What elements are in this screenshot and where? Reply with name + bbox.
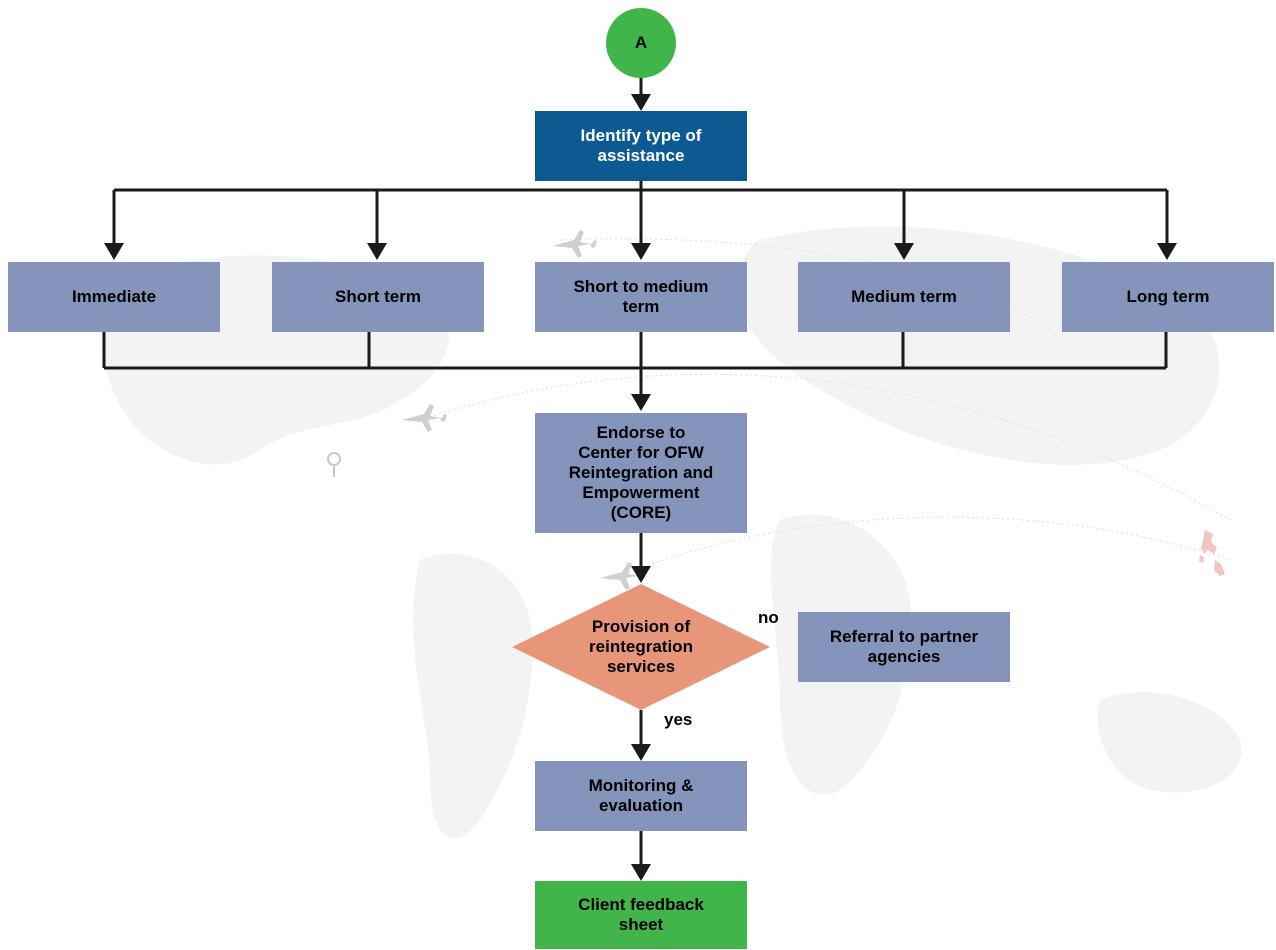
referral-partner-agencies-box: Referral to partner agencies (798, 612, 1010, 682)
immediate-box: Immediate (8, 262, 220, 332)
philippines-map-mark (1199, 530, 1225, 576)
identify-assistance-box: Identify type of assistance (535, 111, 747, 181)
start-node: A (606, 8, 676, 78)
monitoring-evaluation-box: Monitoring & evaluation (535, 761, 747, 831)
provision-decision-label: Provision of reintegration services (589, 617, 693, 676)
map-pin-icon (327, 452, 341, 477)
no-label: no (758, 608, 779, 627)
yes-label: yes (664, 710, 693, 729)
long-term-box: Long term (1062, 262, 1274, 332)
medium-term-box: Medium term (798, 262, 1010, 332)
airplane-icon (402, 230, 645, 590)
short-term-box: Short term (272, 262, 484, 332)
short-to-medium-term-box: Short to medium term (535, 262, 747, 332)
arrowhead (631, 94, 651, 111)
endorse-core-box: Endorse to Center for OFW Reintegration … (535, 413, 747, 533)
client-feedback-sheet-box: Client feedback sheet (535, 881, 747, 949)
decision-diamond (512, 584, 770, 710)
